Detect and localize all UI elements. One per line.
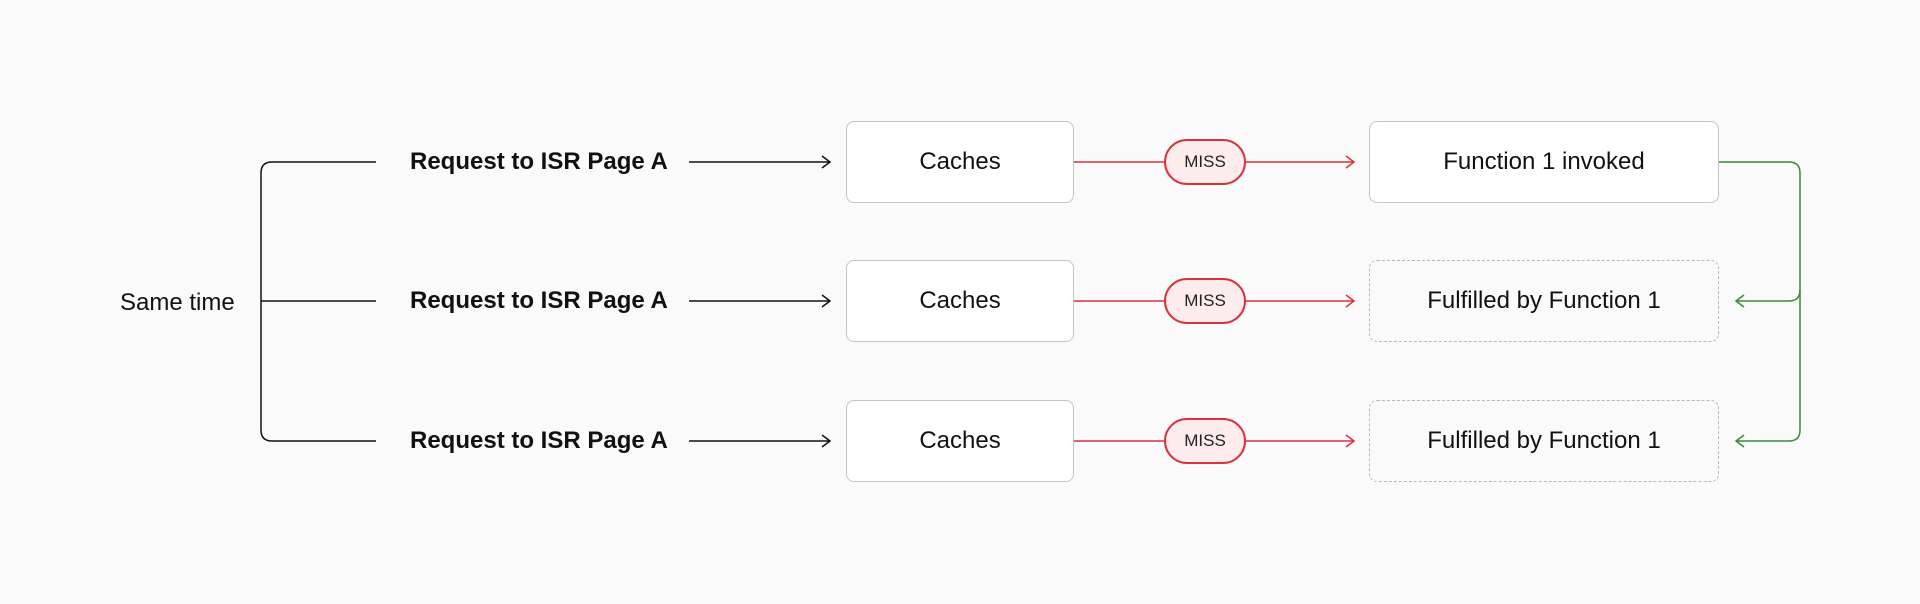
request-arrowhead-row-2 [821, 294, 832, 308]
miss-arrowhead-row-3 [1345, 434, 1356, 448]
function-reuse-branch-row-2 [1736, 289, 1801, 302]
request-arrowhead-row-1 [821, 155, 832, 169]
request-arrowhead-row-3 [821, 434, 832, 448]
reuse-arrowhead-row-2 [1734, 294, 1745, 308]
cache-box-row-2: Caches [846, 260, 1074, 342]
fulfilled-box-row-2: Fulfilled by Function 1 [1369, 260, 1719, 342]
fulfilled-box-row-3: Fulfilled by Function 1 [1369, 400, 1719, 482]
request-label-row-3: Request to ISR Page A [410, 427, 668, 454]
request-label-row-2: Request to ISR Page A [410, 287, 668, 314]
miss-arrowhead-row-1 [1345, 155, 1356, 169]
cache-box-row-1: Caches [846, 121, 1074, 203]
miss-arrowhead-row-2 [1345, 294, 1356, 308]
reuse-arrowhead-row-3 [1734, 434, 1745, 448]
function-invoked-box: Function 1 invoked [1369, 121, 1719, 203]
request-label-row-1: Request to ISR Page A [410, 148, 668, 175]
miss-badge-row-2: MISS [1164, 278, 1246, 324]
miss-badge-row-1: MISS [1164, 139, 1246, 185]
miss-badge-row-3: MISS [1164, 418, 1246, 464]
cache-box-row-3: Caches [846, 400, 1074, 482]
same-time-label: Same time [120, 289, 235, 316]
function-reuse-path [1719, 161, 1801, 442]
